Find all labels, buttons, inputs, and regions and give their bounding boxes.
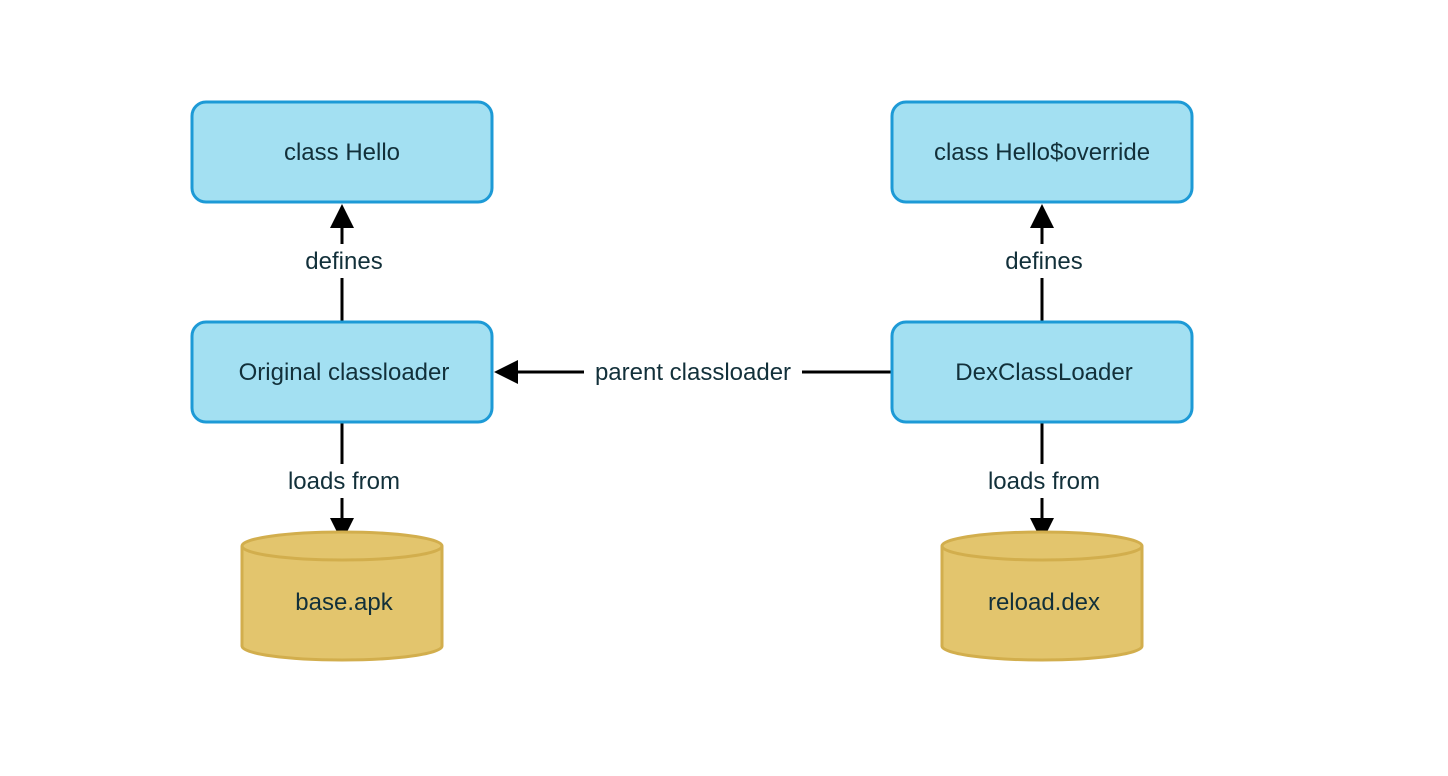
edge-label-parent-classloader: parent classloader [595, 359, 791, 386]
node-class-hello-override[interactable]: class Hello$override [890, 100, 1194, 204]
edge-parent-classloader: parent classloader [494, 355, 892, 389]
edge-original-defines: defines [294, 204, 390, 322]
edge-dex-defines: defines [994, 204, 1090, 322]
edge-dex-loads-from: loads from [976, 422, 1110, 542]
node-box [890, 320, 1194, 424]
node-box [890, 100, 1194, 204]
database-cylinder-icon [240, 530, 444, 662]
arrowhead-up-icon [1030, 204, 1054, 228]
database-cylinder-icon [940, 530, 1144, 662]
arrowhead-down-icon [330, 518, 354, 542]
node-box [190, 100, 494, 204]
node-dex-classloader[interactable]: DexClassLoader [890, 320, 1194, 424]
node-label: class Hello [284, 139, 400, 166]
node-label: DexClassLoader [955, 359, 1132, 386]
node-label: Original classloader [239, 359, 450, 386]
node-base-apk[interactable]: base.apk [240, 530, 444, 662]
node-label: reload.dex [988, 589, 1100, 616]
node-reload-dex[interactable]: reload.dex [940, 530, 1144, 662]
node-box [190, 320, 494, 424]
node-label: class Hello$override [934, 139, 1150, 166]
arrowhead-left-icon [494, 360, 518, 384]
cylinder-rim [940, 545, 1144, 562]
node-original-classloader[interactable]: Original classloader [190, 320, 494, 424]
edge-label-loads-from: loads from [288, 468, 400, 495]
node-class-hello[interactable]: class Hello [190, 100, 494, 204]
edge-label-loads-from: loads from [988, 468, 1100, 495]
cylinder-rim [240, 545, 444, 562]
edge-label-defines: defines [1005, 248, 1082, 275]
arrowhead-up-icon [330, 204, 354, 228]
edge-label-defines: defines [305, 248, 382, 275]
node-label: base.apk [295, 589, 393, 616]
edge-original-loads-from: loads from [276, 422, 410, 542]
arrowhead-down-icon [1030, 518, 1054, 542]
